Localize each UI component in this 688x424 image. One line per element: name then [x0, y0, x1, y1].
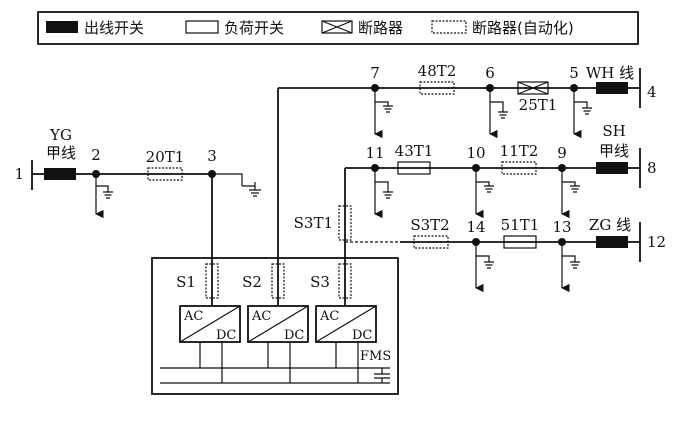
node-3-label: 3: [207, 147, 217, 165]
label-20T1: 20T1: [146, 148, 185, 166]
label-S3T2: S3T2: [410, 216, 449, 234]
label-11T2: 11T2: [500, 142, 539, 160]
converter-1-ac: AC: [183, 309, 203, 324]
legend-outgoing-switch: 出线开关: [84, 19, 144, 37]
sh-outgoing-switch: [596, 162, 628, 174]
converter-3-ac: AC: [319, 309, 339, 324]
converter-1: [179, 305, 241, 343]
node-10-label: 10: [466, 144, 485, 162]
auto-breaker-48T2: [419, 81, 455, 95]
yg-feeder-suffix: 甲线: [46, 144, 76, 162]
label-51T1: 51T1: [501, 216, 540, 234]
auto-breaker-S3T1: [338, 205, 352, 241]
converter-1-dc: DC: [216, 328, 236, 343]
node-6-label: 6: [485, 64, 495, 82]
node-8-label: 8: [647, 159, 657, 177]
load-switch-51T1: [503, 235, 537, 249]
label-S1: S1: [176, 273, 196, 291]
converter-2-ac: AC: [251, 309, 271, 324]
sh-feeder-name: SH: [602, 122, 625, 140]
label-S3: S3: [310, 273, 330, 291]
load-switch-43T1: [397, 161, 431, 175]
label-43T1: 43T1: [395, 142, 434, 160]
zg-outgoing-switch: [596, 236, 628, 248]
yg-feeder-name: YG: [49, 126, 72, 144]
fms-station: [151, 257, 399, 395]
node-11-label: 11: [365, 144, 384, 162]
zg-feeder-name: ZG 线: [589, 216, 631, 234]
label-S2: S2: [242, 273, 262, 291]
node-12-label: 12: [647, 233, 666, 251]
node-9-label: 9: [557, 144, 567, 162]
load-switch-icon: [185, 20, 219, 34]
breaker-25T1: [517, 81, 549, 95]
wh-outgoing-switch: [596, 82, 628, 94]
s3-tie-line: [338, 205, 352, 258]
outgoing-switch-icon: [46, 21, 78, 33]
auto-breaker-S3T2: [413, 235, 449, 249]
node-13-label: 13: [552, 218, 571, 236]
legend-auto-breaker: 断路器(自动化): [472, 19, 574, 37]
fms-label: FMS: [360, 349, 391, 364]
label-48T2: 48T2: [418, 62, 457, 80]
wh-feeder-name: WH 线: [586, 64, 634, 82]
legend-breaker: 断路器: [358, 19, 403, 37]
zg-feeder: [345, 222, 641, 293]
node-5-label: 5: [569, 64, 579, 82]
converter-2-dc: DC: [284, 328, 304, 343]
converter-2: [247, 305, 309, 343]
sh-feeder: [344, 148, 641, 219]
auto-breaker-S2: [271, 263, 285, 299]
auto-breaker-20T1: [147, 167, 183, 181]
auto-breaker-S3: [338, 263, 352, 299]
breaker-icon: [321, 20, 353, 34]
yg-outgoing-switch: [44, 168, 76, 180]
wh-feeder: [277, 68, 641, 258]
node-14-label: 14: [466, 218, 485, 236]
legend: 出线开关 负荷开关 断路器 断路器(自动化): [37, 11, 639, 45]
yg-feeder: [31, 160, 261, 258]
node-4-label: 4: [647, 83, 657, 101]
label-25T1: 25T1: [519, 96, 558, 114]
legend-load-switch: 负荷开关: [224, 19, 284, 37]
sh-feeder-suffix: 甲线: [599, 142, 629, 160]
converter-3-dc: DC: [352, 328, 372, 343]
auto-breaker-S1: [205, 263, 219, 299]
auto-breaker-icon: [431, 20, 467, 34]
node-1-label: 1: [14, 165, 24, 183]
label-S3T1: S3T1: [294, 214, 333, 232]
node-7-label: 7: [370, 64, 380, 82]
converter-3: [315, 305, 377, 343]
auto-breaker-11T2: [501, 161, 537, 175]
node-2-label: 2: [91, 146, 101, 164]
